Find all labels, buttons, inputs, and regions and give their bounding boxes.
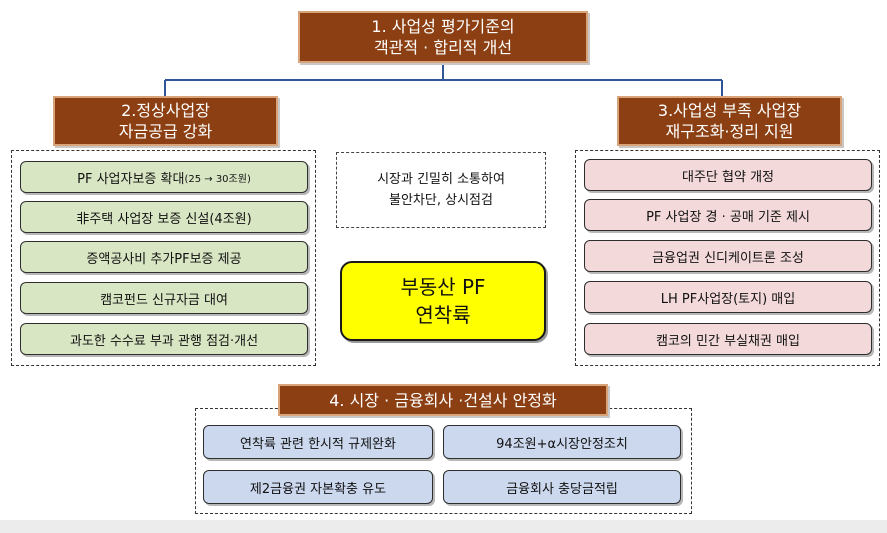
section2-item-label: 과도한 수수료 부과 관행 점검·개선 <box>69 333 259 349</box>
bottom-strip <box>0 520 887 533</box>
section2-item-label: PF 사업자보증 확대 <box>77 171 185 187</box>
section3-item: LH PF사업장(토지) 매입 <box>584 281 872 313</box>
section2-item-label: 非주택 사업장 보증 신설(4조원) <box>76 211 252 227</box>
section3-item-label: 캠코의 민간 부실채권 매입 <box>656 333 800 349</box>
section2-item: 非주택 사업장 보증 신설(4조원) <box>20 201 308 233</box>
section2-item-label: 캠코펀드 신규자금 대여 <box>100 292 228 308</box>
section3-title-line2: 재구조화·정리 지원 <box>665 122 794 141</box>
core-line1: 부동산 PF <box>400 275 486 299</box>
section4-header: 4. 시장 · 금융회사 ·건설사 안정화 <box>278 384 608 416</box>
section4-item-label: 제2금융권 자본확충 유도 <box>249 481 387 497</box>
section4-item-label: 연착륙 관련 한시적 규제완화 <box>240 436 396 452</box>
section1-title-line2: 객관적 · 합리적 개선 <box>373 38 513 57</box>
section2-group <box>11 150 316 366</box>
center-note-line2: 불안차단, 상시점검 <box>389 193 493 208</box>
section2-item: PF 사업자보증 확대(25 → 30조원) <box>20 161 308 193</box>
section3-item-label: 대주단 협약 개정 <box>682 169 774 185</box>
section3-item-label: 금융업권 신디케이트론 조성 <box>652 250 804 266</box>
section3-item-label: PF 사업장 경 · 공매 기준 제시 <box>646 209 810 225</box>
section4-item: 연착륙 관련 한시적 규제완화 <box>203 425 433 459</box>
section3-item-label: LH PF사업장(토지) 매입 <box>660 291 796 307</box>
section1-header: 1. 사업성 평가기준의 객관적 · 합리적 개선 <box>298 11 588 63</box>
section4-item-label: 금융회사 충당금적립 <box>506 481 618 497</box>
section2-item: 증액공사비 추가PF보증 제공 <box>20 241 308 273</box>
core-goal-box: 부동산 PF 연착륙 <box>340 261 546 341</box>
section4-item-label: 94조원+α시장안정조치 <box>496 436 628 452</box>
section1-title-line1: 1. 사업성 평가기준의 <box>371 17 515 36</box>
section3-item: 캠코의 민간 부실채권 매입 <box>584 323 872 355</box>
section4-title: 4. 시장 · 금융회사 ·건설사 안정화 <box>329 390 557 410</box>
section3-item: 대주단 협약 개정 <box>584 159 872 191</box>
section4-item: 제2금융권 자본확충 유도 <box>203 470 433 504</box>
section2-item-sub: (25 → 30조원) <box>184 173 251 185</box>
section4-item: 94조원+α시장안정조치 <box>443 425 681 459</box>
section2-item: 캠코펀드 신규자금 대여 <box>20 282 308 314</box>
section4-item: 금융회사 충당금적립 <box>443 470 681 504</box>
core-line2: 연착륙 <box>415 303 471 327</box>
section3-group <box>575 150 880 366</box>
section2-header: 2.정상사업장 자금공급 강화 <box>53 96 278 146</box>
section2-title-line2: 자금공급 강화 <box>118 122 213 141</box>
section2-item-label: 증액공사비 추가PF보증 제공 <box>86 251 242 267</box>
section3-item: PF 사업장 경 · 공매 기준 제시 <box>584 199 872 231</box>
center-note-line1: 시장과 긴밀히 소통하여 <box>377 172 505 187</box>
section2-title-line1: 2.정상사업장 <box>121 101 210 120</box>
section3-title-line1: 3.사업성 부족 사업장 <box>657 101 802 120</box>
center-note: 시장과 긴밀히 소통하여 불안차단, 상시점검 <box>336 152 546 228</box>
section3-item: 금융업권 신디케이트론 조성 <box>584 240 872 272</box>
section3-header: 3.사업성 부족 사업장 재구조화·정리 지원 <box>617 96 842 146</box>
section2-item: 과도한 수수료 부과 관행 점검·개선 <box>20 323 308 355</box>
